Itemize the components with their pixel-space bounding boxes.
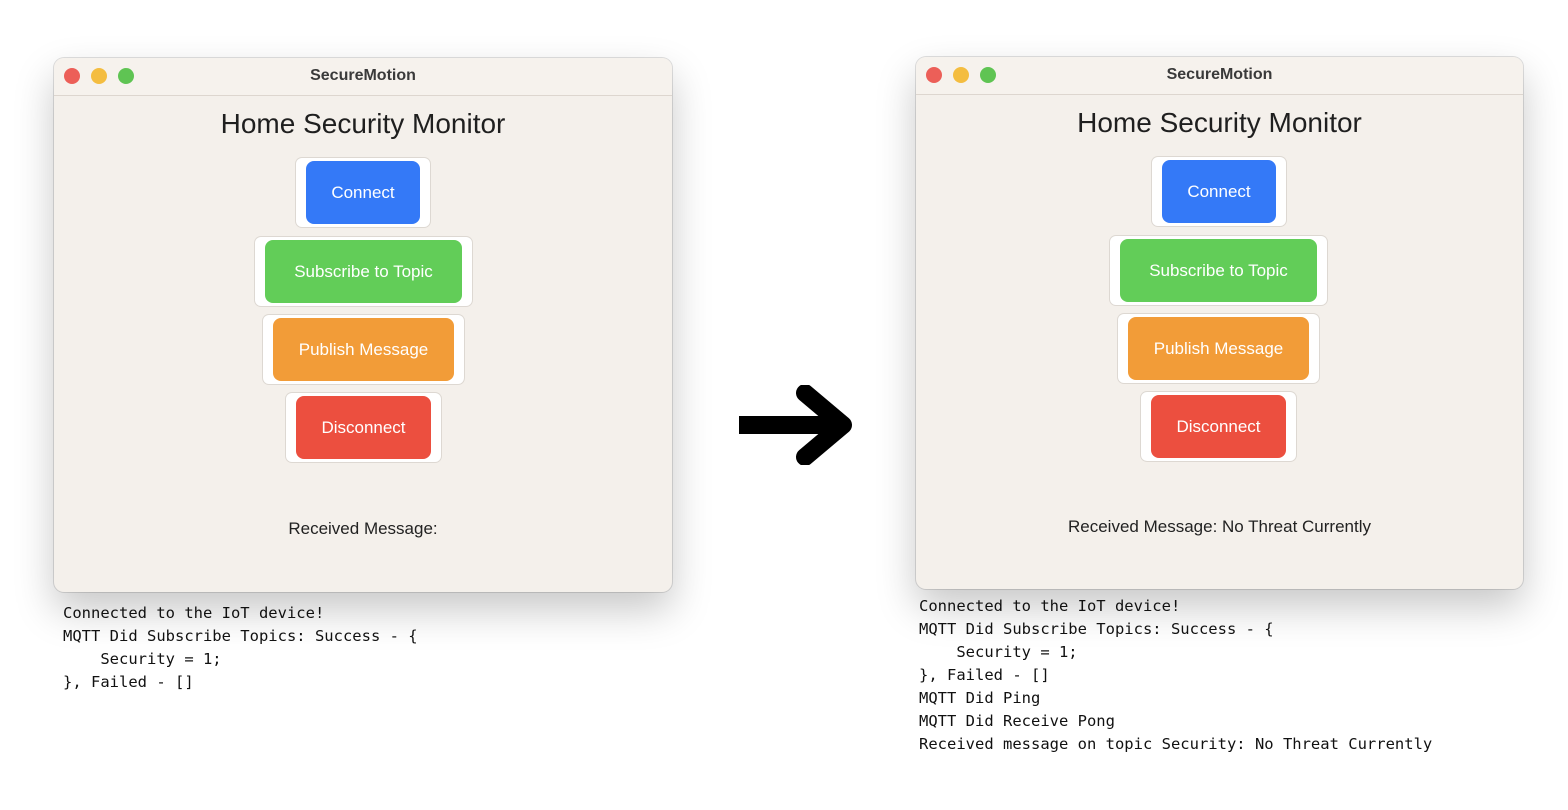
connect-button-frame: Connect — [1152, 157, 1286, 226]
maximize-window-button[interactable] — [118, 68, 134, 84]
minimize-window-button[interactable] — [953, 67, 969, 83]
disconnect-button-frame: Disconnect — [286, 393, 441, 462]
right-arrow-icon — [739, 385, 852, 465]
received-message-label: Received Message: No Threat Currently — [1068, 517, 1371, 536]
window-title: SecureMotion — [1166, 66, 1273, 83]
console-line: Security = 1; — [63, 650, 222, 668]
minimize-window-button[interactable] — [91, 68, 107, 84]
subscribe-button[interactable]: Subscribe to Topic — [1120, 239, 1317, 302]
disconnect-button[interactable]: Disconnect — [1151, 395, 1286, 458]
console-line: MQTT Did Ping — [919, 689, 1041, 707]
maximize-window-button[interactable] — [980, 67, 996, 83]
console-line: }, Failed - [] — [919, 666, 1050, 684]
console-line: MQTT Did Subscribe Topics: Success - { — [919, 620, 1274, 638]
disconnect-button[interactable]: Disconnect — [296, 396, 431, 459]
connect-button[interactable]: Connect — [306, 161, 420, 224]
page-title: Home Security Monitor — [220, 108, 506, 139]
console-line: Connected to the IoT device! — [63, 604, 325, 622]
console-line: Security = 1; — [919, 643, 1078, 661]
received-message-label: Received Message: — [288, 519, 438, 538]
close-window-button[interactable] — [926, 67, 942, 83]
console-line: MQTT Did Subscribe Topics: Success - { — [63, 627, 418, 645]
console-line: MQTT Did Receive Pong — [919, 712, 1115, 730]
close-window-button[interactable] — [64, 68, 80, 84]
window-title: SecureMotion — [310, 67, 416, 84]
publish-button-frame: Publish Message — [263, 315, 464, 384]
publish-button[interactable]: Publish Message — [273, 318, 454, 381]
connect-button-frame: Connect — [296, 158, 430, 227]
console-line: Connected to the IoT device! — [919, 597, 1181, 615]
console-log-before: Connected to the IoT device! MQTT Did Su… — [63, 602, 418, 694]
titlebar: SecureMotion — [916, 57, 1523, 95]
titlebar: SecureMotion — [54, 58, 672, 96]
page-title: Home Security Monitor — [1077, 107, 1362, 138]
console-line: Received message on topic Security: No T… — [919, 735, 1433, 753]
connect-button[interactable]: Connect — [1162, 160, 1276, 223]
subscribe-button-frame: Subscribe to Topic — [255, 237, 472, 306]
disconnect-button-frame: Disconnect — [1141, 392, 1296, 461]
publish-button[interactable]: Publish Message — [1128, 317, 1309, 380]
app-window-after: SecureMotion Home Security Monitor Conne… — [916, 57, 1523, 589]
subscribe-button-frame: Subscribe to Topic — [1110, 236, 1327, 305]
subscribe-button[interactable]: Subscribe to Topic — [265, 240, 462, 303]
publish-button-frame: Publish Message — [1118, 314, 1319, 383]
console-log-after: Connected to the IoT device! MQTT Did Su… — [919, 595, 1432, 756]
console-line: }, Failed - [] — [63, 673, 194, 691]
app-window-before: SecureMotion Home Security Monitor Conne… — [54, 58, 672, 592]
